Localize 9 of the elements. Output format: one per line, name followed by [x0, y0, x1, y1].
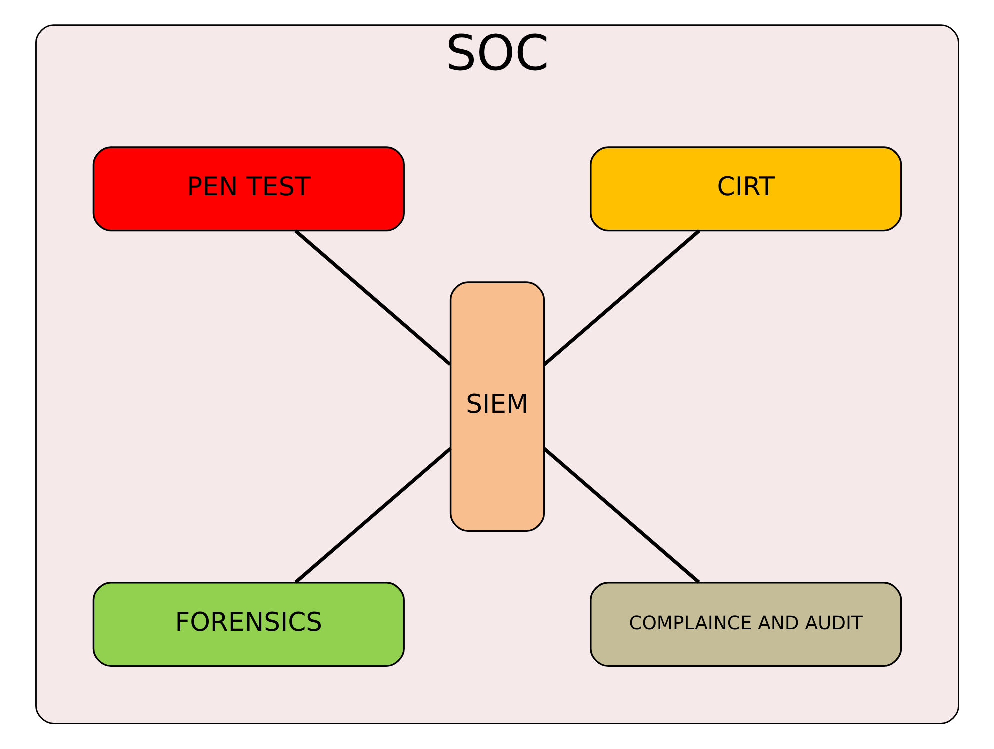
- connector: [542, 230, 700, 366]
- connector: [542, 447, 700, 584]
- node-box: FORENSICS: [92, 582, 404, 668]
- node-box: COMPLAINCE AND AUDIT: [590, 582, 902, 668]
- node-box: CIRT: [590, 146, 902, 232]
- connector: [294, 230, 452, 366]
- node-box: SIEM: [449, 282, 545, 532]
- connector: [294, 447, 452, 584]
- node-box: PEN TEST: [92, 146, 404, 232]
